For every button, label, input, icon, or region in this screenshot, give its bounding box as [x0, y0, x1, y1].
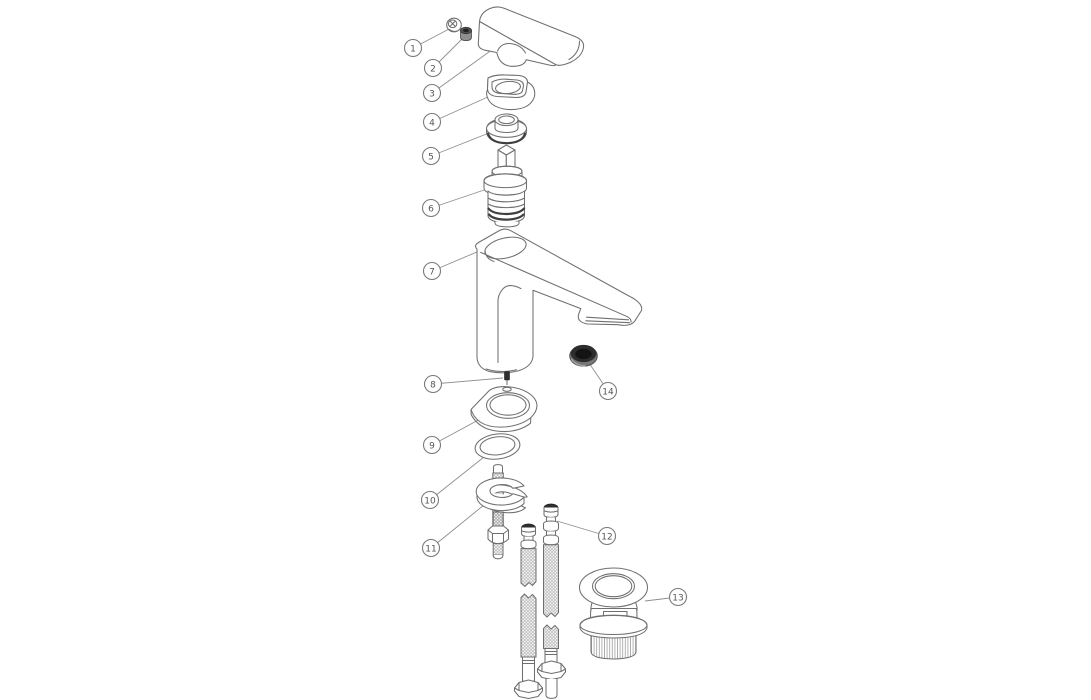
callout-number: 3: [429, 89, 435, 99]
callout-number: 6: [428, 204, 434, 214]
callout-circle: [597, 526, 617, 546]
callout-number: 1: [410, 44, 416, 54]
callout-circle: [422, 435, 442, 455]
cartridge-retaining-ring: [485, 113, 528, 145]
callout-circle: [420, 490, 440, 510]
callout-13: 13: [668, 587, 688, 607]
callout-3: 3: [422, 83, 442, 103]
callout-number: 7: [429, 267, 435, 277]
callout-number: 8: [430, 380, 436, 390]
o-ring-seal: [474, 433, 521, 460]
callout-number: 10: [424, 496, 436, 506]
callout-2: 2: [423, 58, 443, 78]
callout-1: 1: [403, 38, 423, 58]
callout-circle: [422, 112, 442, 132]
callout-number: 11: [425, 544, 436, 554]
callout-number: 13: [672, 593, 683, 603]
callout-number: 14: [602, 387, 614, 397]
callout-12: 12: [597, 526, 617, 546]
callout-9: 9: [422, 435, 442, 455]
handle-collar: [485, 74, 536, 111]
callout-11: 11: [421, 538, 441, 558]
callout-circle: [422, 83, 442, 103]
callout-circle: [421, 146, 441, 166]
callout-circle: [598, 381, 618, 401]
handle-fixing-screw: [446, 17, 462, 33]
fixing-stud-clamp-and-nut: [475, 464, 528, 560]
callout-number: 9: [429, 441, 435, 451]
callout-circle: [423, 58, 443, 78]
callout-7: 7: [422, 261, 442, 281]
callout-number: 4: [429, 118, 435, 128]
tap-body-with-spout: [475, 228, 643, 374]
base-plate: [470, 386, 538, 433]
callout-number: 5: [428, 152, 434, 162]
callout-circle: [422, 261, 442, 281]
callouts: 1 2 3 4 5 6 7 8: [403, 38, 688, 607]
lever-handle: [477, 6, 585, 67]
flexible-inlet-hoses: [513, 503, 567, 700]
callout-4: 4: [422, 112, 442, 132]
callout-circle: [421, 538, 441, 558]
callout-circle: [668, 587, 688, 607]
grub-screw: [460, 26, 472, 42]
basin-waste: [578, 567, 649, 660]
hose-left: [513, 523, 544, 700]
callout-5: 5: [421, 146, 441, 166]
callout-8: 8: [423, 374, 443, 394]
ceramic-cartridge: [483, 144, 528, 228]
rubber-washer: [569, 344, 598, 367]
callout-10: 10: [420, 490, 440, 510]
callout-circle: [403, 38, 423, 58]
callout-circle: [423, 374, 443, 394]
locating-pin: [504, 371, 510, 385]
callout-number: 2: [430, 64, 436, 74]
callout-number: 12: [601, 532, 612, 542]
callout-circle: [421, 198, 441, 218]
callout-14: 14: [598, 381, 618, 401]
hose-right: [536, 503, 567, 699]
callout-6: 6: [421, 198, 441, 218]
